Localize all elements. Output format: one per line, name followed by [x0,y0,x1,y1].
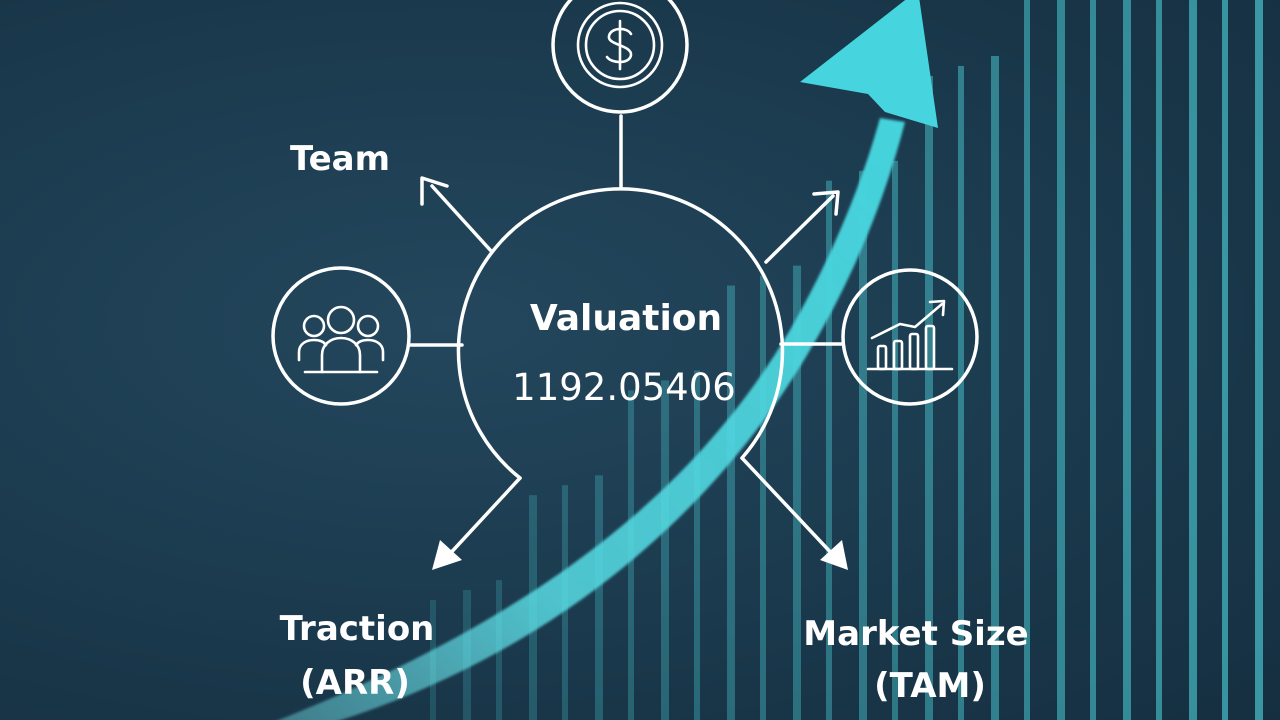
hub-circle [456,187,785,480]
background-bar [760,275,766,720]
label-traction-sub: (ARR) [300,663,410,703]
background-bar [595,475,603,720]
connector-upper-right [764,194,835,264]
background-bar [1024,0,1030,720]
growth-bar-chart-icon [841,268,979,406]
background-bar [1057,0,1065,720]
arrowhead-upper-right [812,190,840,216]
background-bar [1189,0,1197,720]
background-bar [826,180,832,720]
label-traction: Traction [280,609,435,649]
background-bar [727,285,735,720]
background-bar [892,160,898,720]
background-bar [1222,0,1228,720]
connector-market [740,456,838,560]
team-people-icon [271,266,411,406]
background-bar [1123,0,1131,720]
label-team: Team [290,139,390,179]
valuation-hub: Valuation 1192.05406 [456,187,785,480]
hub-value: 1192.05406 [512,366,736,409]
background-bar [925,75,933,720]
label-market-size: Market Size [803,614,1028,654]
growth-arrow [278,0,938,720]
background-bar [1090,0,1096,720]
arrowhead-market [820,540,848,570]
label-market-size-sub: (TAM) [874,666,986,706]
background-bar [694,370,700,720]
background-bar [793,265,801,720]
background-bar [991,56,999,720]
background-bar [661,380,669,720]
background-bar [1156,0,1162,720]
connector-team [430,184,494,254]
arrowhead-team [420,176,449,206]
connector-lines [408,114,848,570]
background-bar [859,170,867,720]
background-bar [1255,0,1263,720]
arrowhead-traction [432,540,462,570]
connector-traction [444,476,522,560]
background-bar [958,65,964,720]
hub-title: Valuation [530,298,722,339]
dollar-coin-icon [551,0,689,114]
